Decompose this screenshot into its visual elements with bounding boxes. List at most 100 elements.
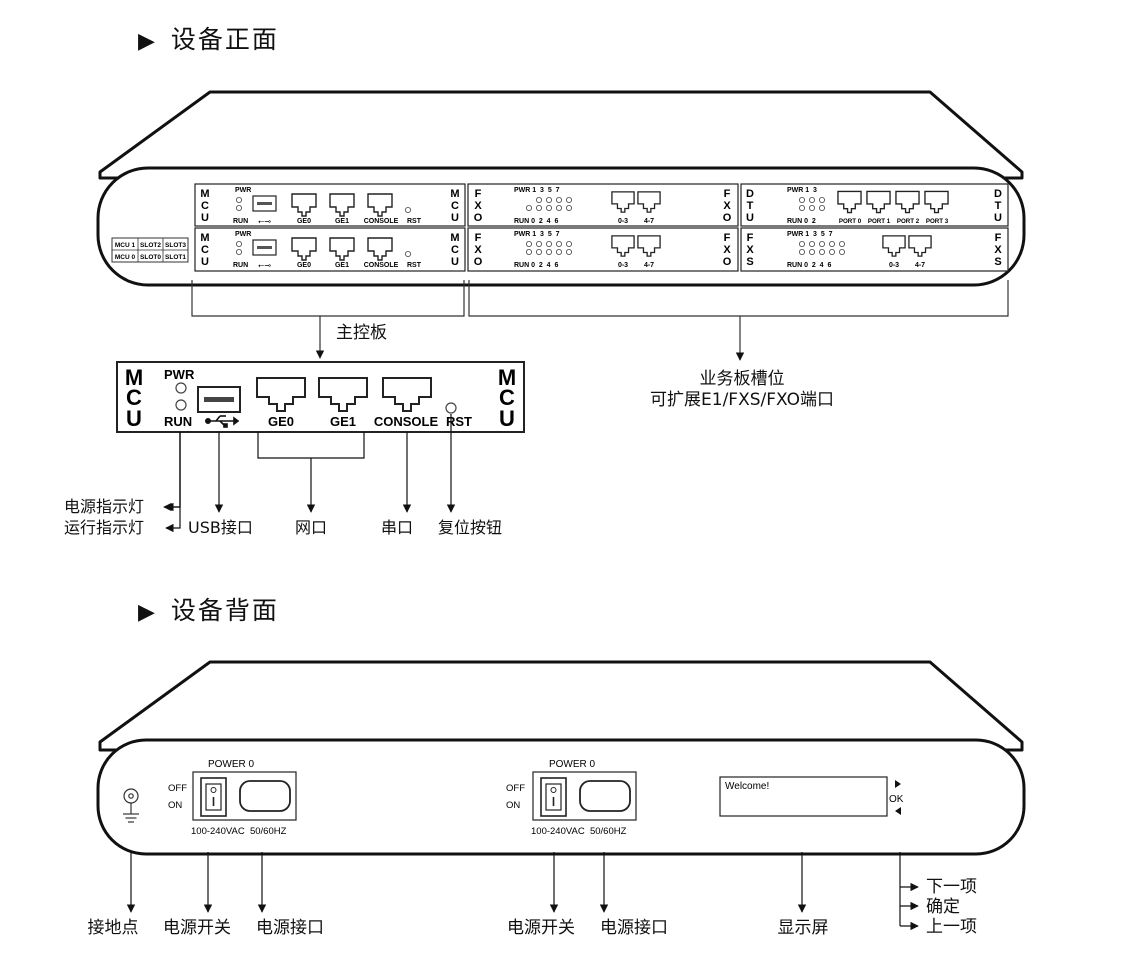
rst-label: RST [407,262,422,269]
lcd-display [719,776,888,817]
board-letter: C [201,200,209,212]
slot-label-slot1: SLOT1 [165,254,186,261]
board-letter: C [499,385,515,410]
run-led-icon [175,399,187,411]
console-label: CONSOLE [374,414,439,429]
rst-button-icon [404,206,411,213]
pwr-row-label: PWR 1 3 5 7 [514,231,560,238]
rst-label: RST [446,414,472,429]
board-letter: U [201,256,209,268]
board-letter: M [450,232,459,244]
board-letter: U [451,212,459,224]
ge0-label: GE0 [297,262,311,269]
slot-label-mcu0: MCU 0 [115,254,136,261]
ge0-label: GE0 [297,218,311,225]
label-socket-2: 电源接口 [600,918,668,938]
board-letter: F [995,232,1002,244]
board-letter: S [994,256,1001,268]
run-row-label: RUN 0 2 4 6 [514,218,558,225]
ground-icon [123,788,139,823]
pwr-row-label: PWR 1 3 [787,187,817,194]
ge0-label: GE0 [268,414,294,429]
label-socket-1: 电源接口 [256,918,324,938]
board-letter: D [746,188,754,200]
slot-label-slot2: SLOT2 [140,242,161,249]
run-label: RUN [233,218,248,225]
front-heading-text: 设备正面 [170,25,279,54]
usb-slot [257,202,272,205]
psu-title: POWER 0 [208,759,255,770]
dtu-board-top: D T U D T U PWR 1 3 RUN 0 2 PORT 0 PORT … [740,183,1009,227]
board-letter: X [474,244,482,256]
label-reset: 复位按钮 [438,518,502,537]
next-button-icon[interactable] [895,780,901,788]
back-chassis-top [98,660,1024,752]
board-letter: M [450,188,459,200]
board-letter: M [200,188,209,200]
slot-label-slot3: SLOT3 [165,242,186,249]
ok-button[interactable]: OK [889,794,904,805]
led-grid [799,196,826,211]
port-0-3-label: 0-3 [618,262,628,269]
pwr-label: PWR [235,231,251,238]
fxo-board-top: F X O F X O PWR 1 3 5 7 RUN 0 2 4 6 0-3 … [467,183,739,227]
board-letter: F [475,232,482,244]
console-label: CONSOLE [364,262,399,269]
power-socket-1[interactable] [239,780,291,812]
slot-label-grid: MCU 1 SLOT2 SLOT3 MCU 0 SLOT0 SLOT1 [111,237,189,263]
prev-button-icon[interactable] [895,807,901,815]
board-letter: T [747,200,754,212]
back-callouts [126,852,919,931]
board-letter: M [200,232,209,244]
usb-symbol-icon: ⭠⊸ [258,217,271,226]
front-brackets [191,280,1009,361]
board-letter: F [724,232,731,244]
led-grid [799,240,846,255]
usb-symbol-icon: ⭠⊸ [258,261,271,270]
pwr-label: PWR [235,187,251,194]
label-ground: 接地点 [88,918,139,938]
rst-button-icon [404,250,411,257]
back-device: POWER 0 OFF ON 100-240VAC 50/60HZ POWER … [96,660,1026,856]
label-net: 网口 [295,518,327,537]
mcu-board-top: M C U M C U PWR RUN ⭠⊸ GE0 GE1 CONSOLE R [194,183,466,227]
label-confirm: 确定 [926,897,960,917]
label-run-led: 运行指示灯 [64,518,144,537]
mcu-detail-board: M C U M C U PWR RUN GE0 GE1 CONSOLE RS [116,361,525,433]
dtu-port-label: PORT 2 [897,218,920,225]
board-letter: U [994,212,1002,224]
run-label: RUN [233,262,248,269]
switch-off-mark-icon [210,787,217,793]
ge1-label: GE1 [330,414,356,429]
led-grid [526,240,573,255]
lcd-text: Welcome! [725,781,769,792]
slot-label-mcu1: MCU 1 [115,242,136,249]
label-serial: 串口 [381,518,413,537]
board-letter: F [724,188,731,200]
label-display: 显示屏 [778,918,829,938]
power-socket-2[interactable] [579,780,631,812]
psu-rating: 100-240VAC 50/60HZ [531,826,627,837]
board-letter: X [723,200,731,212]
label-switch-2: 电源开关 [507,918,575,938]
pwr-led-icon [235,196,242,203]
pwr-led-icon [235,240,242,247]
label-next: 下一项 [926,877,977,897]
pwr-label: PWR [164,367,195,382]
rst-label: RST [407,218,422,225]
back-heading-text: 设备背面 [170,596,279,625]
front-heading: ▶设备正面 [138,20,279,56]
usb-slot [204,397,234,402]
board-letter: U [201,212,209,224]
board-letter: F [475,188,482,200]
led-grid [526,196,573,211]
usb-symbol-icon [205,415,240,428]
off-label: OFF [168,783,187,794]
dtu-port-label: PORT 3 [926,218,949,225]
dtu-port-label: PORT 0 [839,218,862,225]
back-heading: ▶设备背面 [138,591,279,627]
ge1-label: GE1 [335,262,349,269]
board-letter: C [201,244,209,256]
fxo-board-bottom: F X O F X O PWR 1 3 5 7 RUN 0 2 4 6 0-3 … [467,227,739,272]
port-4-7-label: 4-7 [915,262,925,269]
